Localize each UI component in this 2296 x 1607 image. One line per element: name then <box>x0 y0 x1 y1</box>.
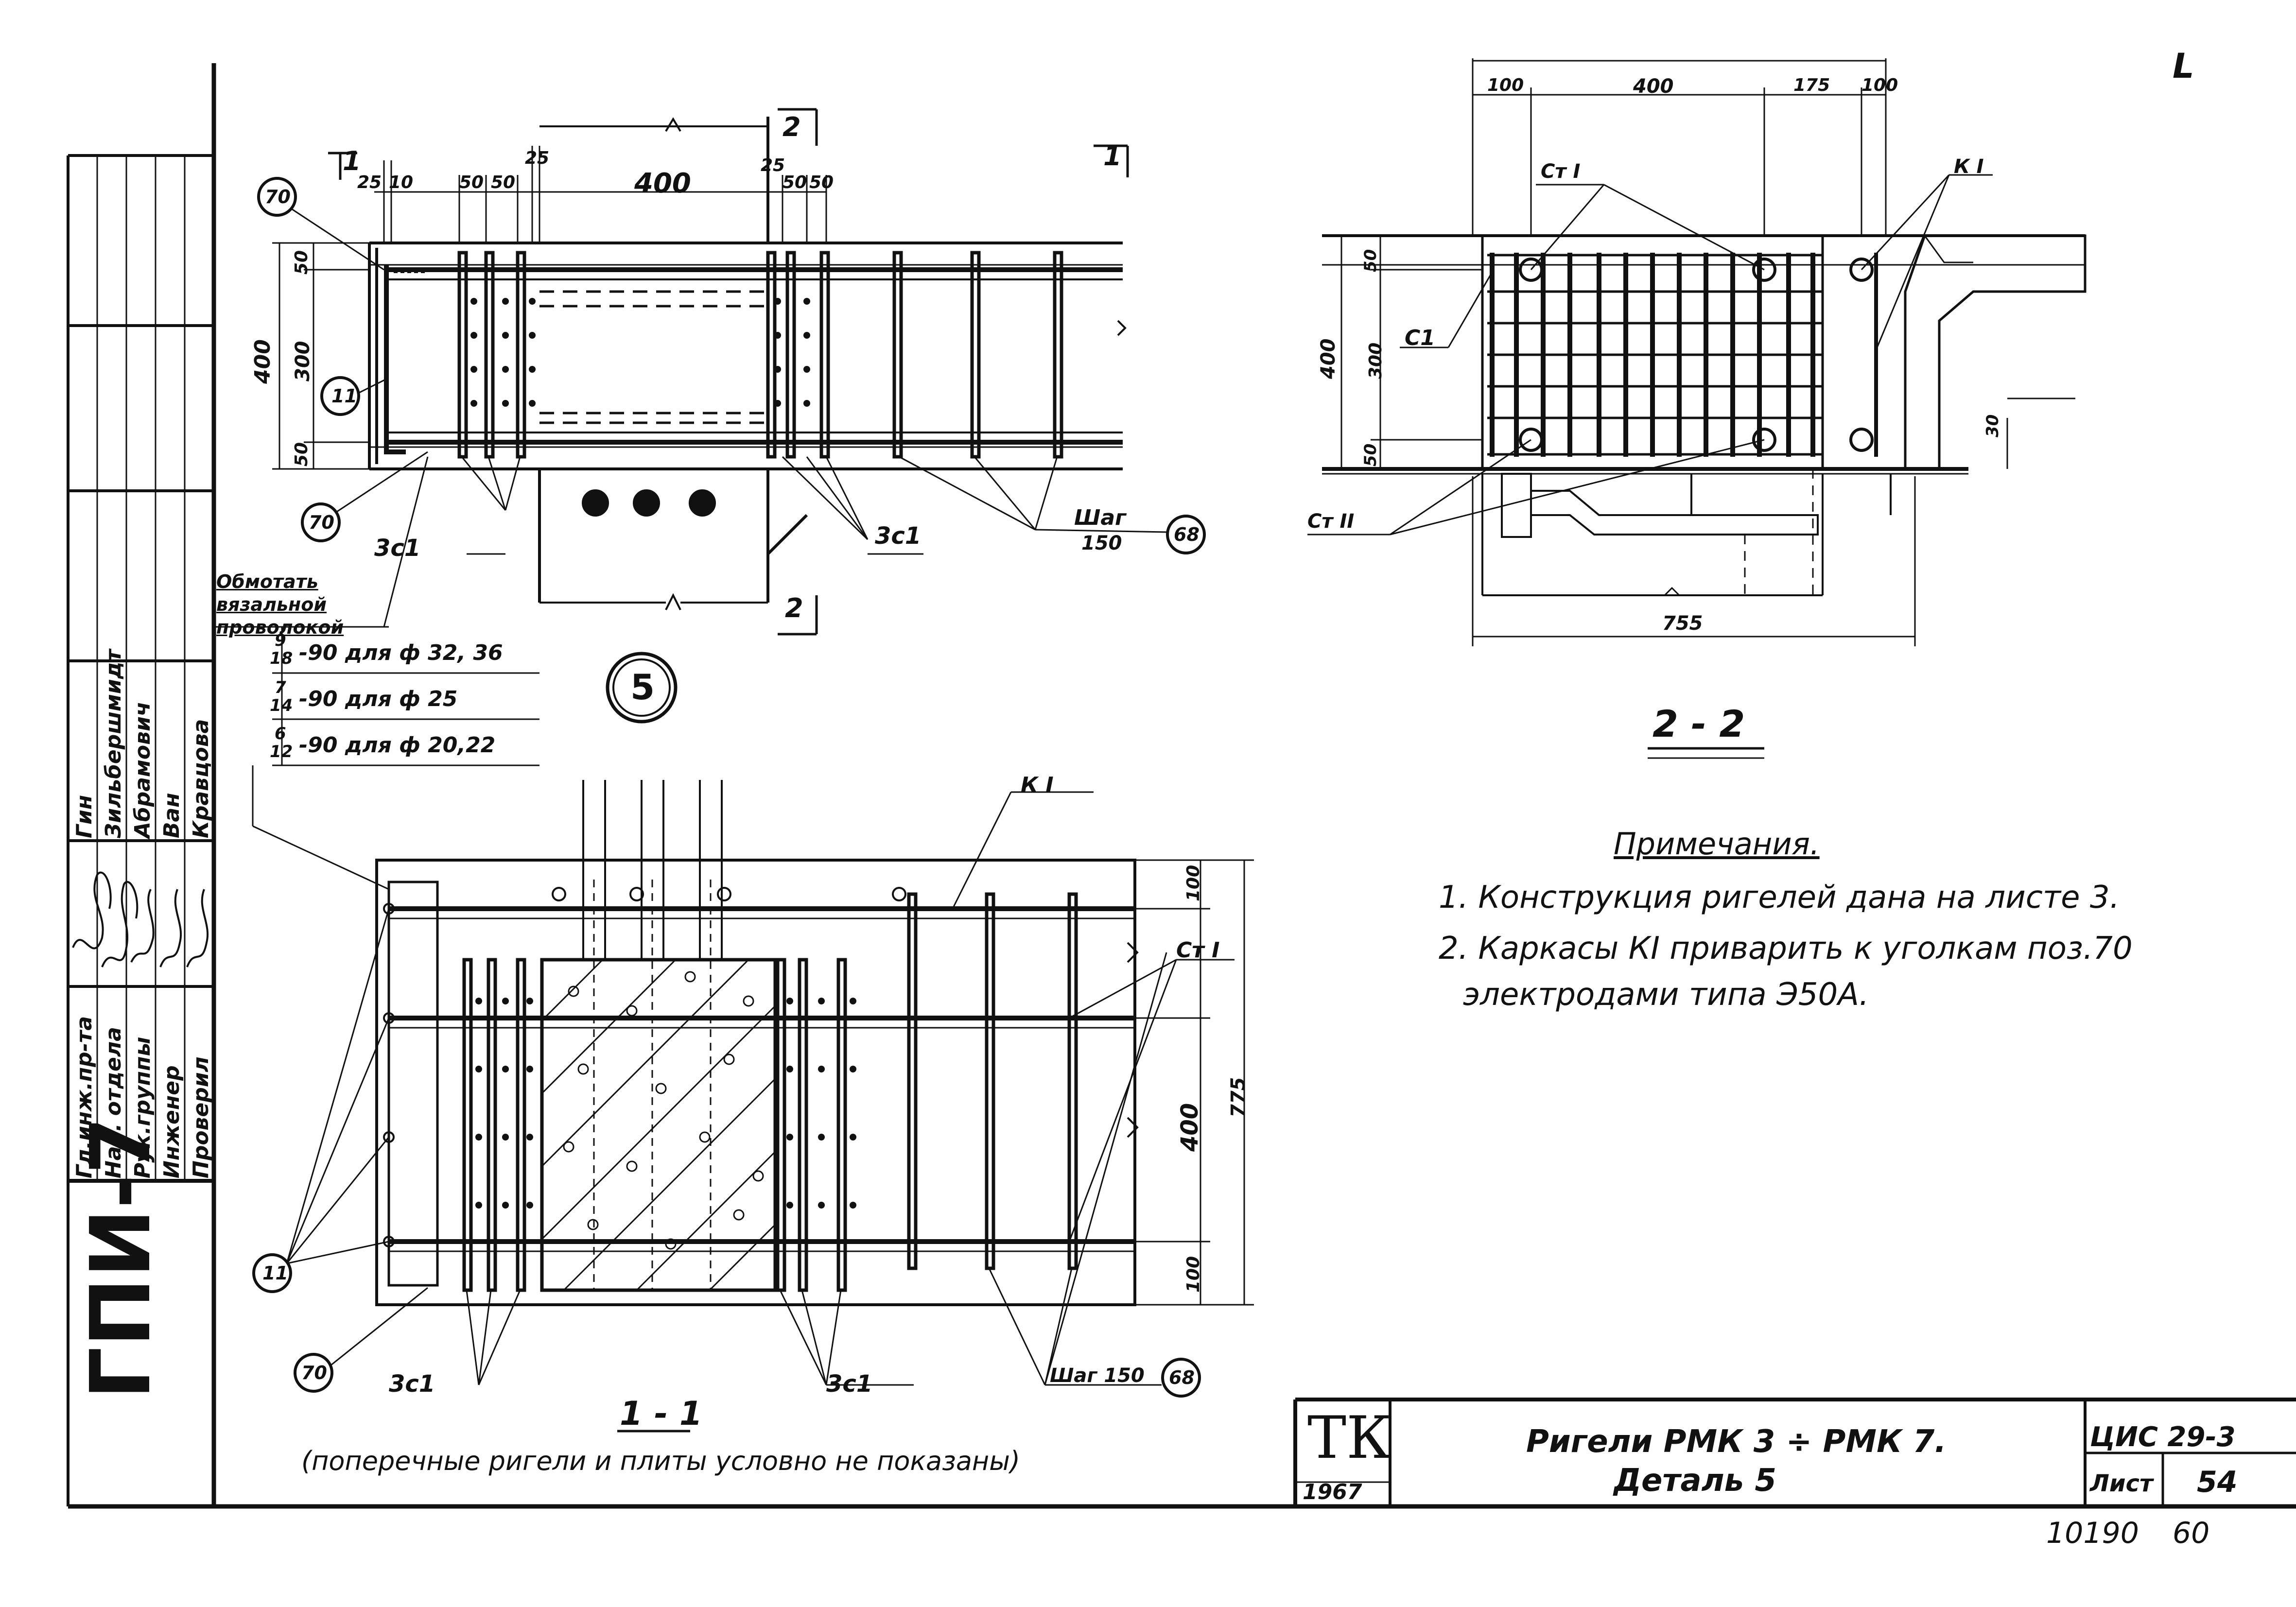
role-engineer: Инженер <box>159 1065 184 1178</box>
wire-row-1-frac-bottom: 18 <box>270 649 293 668</box>
section-title-2-2: 2 - 2 <box>1652 702 1745 745</box>
dim-400: 400 <box>1176 1103 1203 1152</box>
tk-logo: ТК <box>1307 1404 1392 1472</box>
label-step-150: Шаг 150 <box>1050 1365 1145 1387</box>
callout-68: 68 <box>1169 1367 1195 1388</box>
wire-row-3-frac-top: 6 <box>275 724 286 743</box>
sheet-label: Лист <box>2090 1470 2153 1497</box>
tk-year: 1967 <box>1303 1480 1362 1504</box>
bottom-num: 60 <box>2173 1516 2210 1550</box>
name-kravtsova: Кравцова <box>189 719 213 838</box>
dim-50-b: 50 <box>491 173 516 192</box>
drawing-frame <box>67 63 2296 1509</box>
name-van: Ван <box>159 793 184 838</box>
dim-25-a: 25 <box>357 173 382 192</box>
callout-70-bottom: 70 <box>309 512 334 533</box>
name-gin: Гин <box>72 795 97 838</box>
callout-68: 68 <box>1174 524 1200 545</box>
label-3c1-left: 3с1 <box>389 1370 435 1398</box>
dim-400-left: 400 <box>250 339 275 384</box>
section-2-2 <box>1307 58 2087 759</box>
name-abramovich: Абрамович <box>130 701 155 838</box>
wire-row-2-frac-top: 7 <box>275 678 286 697</box>
dim-755: 755 <box>1662 612 1703 635</box>
callout-11: 11 <box>262 1262 288 1284</box>
dim-400-top: 400 <box>634 168 691 199</box>
callout-70: 70 <box>301 1362 327 1383</box>
callout-70-top: 70 <box>265 186 291 207</box>
title-line-1: Ригели РМК 3 ÷ РМК 7. <box>1526 1424 1947 1460</box>
dim-30: 30 <box>1983 414 2002 437</box>
detail-number: 5 <box>630 667 655 708</box>
section-title-1-1: 1 - 1 <box>620 1395 703 1433</box>
callout-11: 11 <box>331 385 357 407</box>
label-step-value: 150 <box>1081 532 1122 554</box>
role-chief-engineer: Гл.инж.пр-та <box>72 1016 97 1178</box>
dim-50-left-top: 50 <box>1361 249 1380 272</box>
wire-row-1-frac-top: 9 <box>275 631 286 650</box>
label-st-2: Ст II <box>1307 510 1355 533</box>
label-k-1: К I <box>1954 156 1984 178</box>
dim-50-left-bottom: 50 <box>292 442 312 467</box>
wire-row-3-text: -90 для ф 20,22 <box>299 733 496 758</box>
role-group-lead: Рук.группы <box>130 1037 155 1178</box>
dim-100-right: 100 <box>1861 75 1898 95</box>
label-k-1: К I <box>1021 773 1054 797</box>
note-2: 2. Каркасы КI приварить к уголкам поз.70 <box>1439 931 2133 967</box>
wire-row-2-frac-bottom: 14 <box>270 696 293 715</box>
section-1-1 <box>252 780 1254 1433</box>
name-zilbershmidt: Зильбершмидт <box>101 649 126 838</box>
wire-note-line-2: вязальной <box>216 594 327 615</box>
dim-10: 10 <box>389 173 414 192</box>
dim-25-b: 25 <box>525 148 550 168</box>
dim-50-a: 50 <box>459 173 484 192</box>
wire-note-line-3: проволокой <box>216 617 344 638</box>
title-line-2: Деталь 5 <box>1614 1463 1776 1499</box>
label-3c1-right: 3с1 <box>826 1370 873 1398</box>
note-3: электродами типа Э50А. <box>1463 977 1869 1013</box>
dim-775: 775 <box>1227 1077 1250 1118</box>
notes-heading: Примечания. <box>1614 826 1820 862</box>
dim-50-left-bottom: 50 <box>1361 443 1380 467</box>
dim-400-top: 400 <box>1633 75 1674 98</box>
dim-175: 175 <box>1793 75 1830 95</box>
signatures <box>72 871 209 968</box>
cut-mark-2-top: 2 <box>783 112 801 142</box>
cut-mark-1-right: 1 <box>1103 141 1122 172</box>
corner-mark: L <box>2173 46 2194 86</box>
wire-row-3-frac-bottom: 12 <box>270 742 293 761</box>
sheet-number: 54 <box>2197 1465 2238 1499</box>
section-subtitle: (поперечные ригели и плиты условно не по… <box>301 1446 1020 1476</box>
bottom-code: 10190 <box>2046 1516 2139 1550</box>
dim-100-left: 100 <box>1487 75 1524 95</box>
label-3c1-left: 3с1 <box>374 535 421 562</box>
dim-300-left: 300 <box>292 341 314 382</box>
label-step: Шаг <box>1074 505 1127 530</box>
dim-50-d: 50 <box>809 173 834 192</box>
dim-300-left: 300 <box>1366 342 1386 379</box>
dim-50-c: 50 <box>783 173 807 192</box>
cut-mark-1-left: 1 <box>343 146 361 176</box>
series-code: ЦИС 29-3 <box>2090 1421 2236 1453</box>
section-top-left <box>214 108 1206 890</box>
label-3c1-right: 3с1 <box>875 522 922 550</box>
title-block-frame <box>1293 1398 2296 1506</box>
dim-50-left-top: 50 <box>292 250 312 275</box>
role-dept-head: Нач. отдела <box>101 1027 126 1178</box>
role-checked: Проверил <box>189 1056 213 1178</box>
label-st-1: Ст I <box>1541 160 1581 183</box>
label-c1: С1 <box>1405 326 1435 350</box>
dim-100-bottom: 100 <box>1183 1256 1203 1293</box>
cut-mark-2-bottom: 2 <box>785 593 803 623</box>
dim-25-c: 25 <box>761 156 785 175</box>
note-1: 1. Конструкция ригелей дана на листе 3. <box>1439 880 2120 916</box>
label-st-1: Ст I <box>1176 938 1220 963</box>
dim-100-top: 100 <box>1183 864 1203 901</box>
wire-row-1-text: -90 для ф 32, 36 <box>299 640 503 665</box>
wire-row-2-text: -90 для ф 25 <box>299 687 458 711</box>
dim-400-left: 400 <box>1317 338 1339 380</box>
wire-note-line-1: Обмотать <box>216 571 318 592</box>
